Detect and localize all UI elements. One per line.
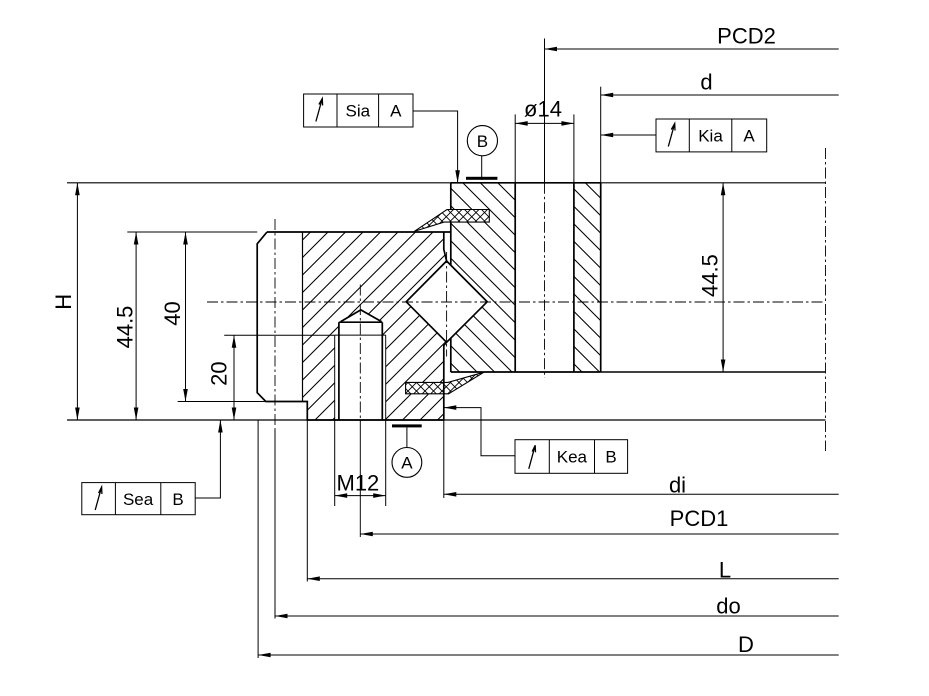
- svg-text:di: di: [669, 473, 686, 498]
- svg-text:Kea: Kea: [557, 448, 588, 467]
- svg-text:L: L: [719, 558, 731, 583]
- svg-text:A: A: [743, 127, 755, 146]
- svg-text:M12: M12: [337, 471, 380, 496]
- svg-text:A: A: [390, 102, 402, 121]
- svg-text:44.5: 44.5: [112, 306, 137, 349]
- svg-text:D: D: [738, 632, 754, 657]
- svg-text:PCD1: PCD1: [670, 506, 729, 531]
- svg-text:H: H: [51, 294, 76, 310]
- svg-text:40: 40: [160, 301, 185, 325]
- svg-text:44.5: 44.5: [697, 254, 722, 297]
- svg-text:B: B: [172, 490, 183, 509]
- svg-text:B: B: [605, 448, 616, 467]
- svg-text:Sia: Sia: [346, 102, 371, 121]
- svg-text:PCD2: PCD2: [717, 24, 776, 49]
- svg-text:d: d: [700, 70, 712, 95]
- svg-text:20: 20: [206, 361, 231, 385]
- svg-text:Sea: Sea: [123, 490, 154, 509]
- svg-text:do: do: [716, 594, 740, 619]
- svg-text:A: A: [401, 454, 413, 473]
- svg-text:ø14: ø14: [524, 97, 562, 122]
- svg-text:B: B: [477, 132, 488, 151]
- svg-text:Kia: Kia: [698, 127, 723, 146]
